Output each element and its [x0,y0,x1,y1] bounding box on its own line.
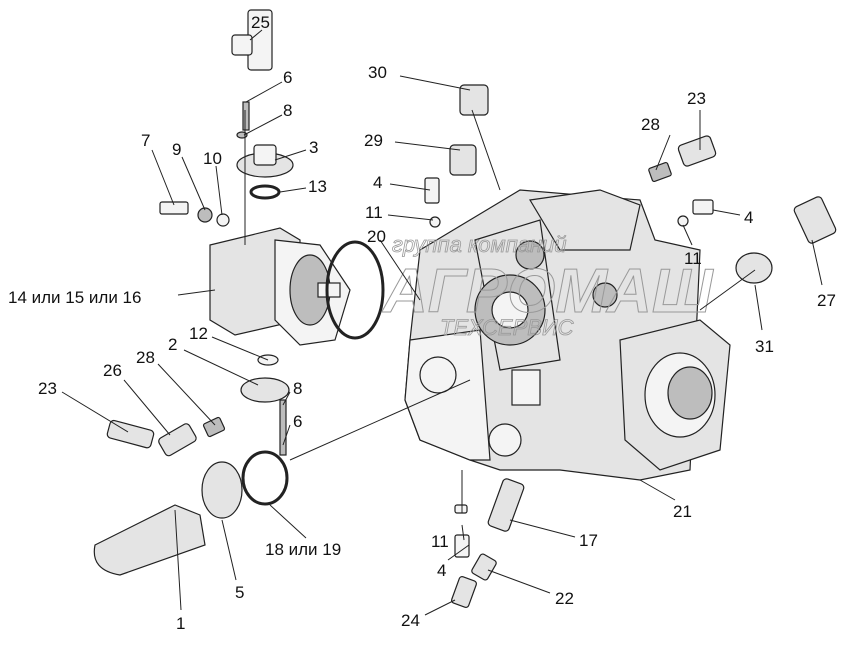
watermark-line3: ТЕХСЕРВИС [440,315,574,340]
label-9: 9 [172,140,181,159]
label-4b: 4 [744,208,753,227]
label-4c: 4 [437,561,446,580]
label-5: 5 [235,583,244,602]
label-3: 3 [309,138,318,157]
label-21: 21 [673,502,692,521]
label-8: 8 [283,101,292,120]
label-23: 23 [38,379,57,398]
label-6: 6 [283,68,292,87]
leader-lines [61,29,823,616]
label-27: 27 [817,291,836,310]
cover-housing [209,227,385,346]
label-18-19: 18 или 19 [265,540,341,559]
label-26: 26 [103,361,122,380]
part-labels: 25 6 8 3 13 7 9 10 14 или 15 или 16 12 2… [8,13,836,633]
label-2: 2 [168,335,177,354]
label-29: 29 [364,131,383,150]
watermark-line2: АГРОМАШ [381,257,714,326]
label-7: 7 [141,131,150,150]
label-28b: 28 [641,115,660,134]
label-6b: 6 [293,412,302,431]
label-24: 24 [401,611,420,630]
label-11c: 11 [431,532,449,551]
fittings [93,9,837,608]
label-31: 31 [755,337,774,356]
label-4: 4 [373,173,382,192]
watermark-line1: группа компаний [392,232,567,257]
label-23b: 23 [687,89,706,108]
label-28: 28 [136,348,155,367]
label-13: 13 [308,177,327,196]
label-11b: 11 [684,249,702,268]
label-1: 1 [176,614,185,633]
label-30: 30 [368,63,387,82]
label-22: 22 [555,589,574,608]
label-25: 25 [251,13,270,32]
label-14-15-16: 14 или 15 или 16 [8,288,141,307]
label-11: 11 [365,203,383,222]
watermark: группа компаний АГРОМАШ ТЕХСЕРВИС [381,232,715,341]
pump-body [404,189,731,481]
label-8b: 8 [293,379,302,398]
label-10: 10 [203,149,222,168]
label-17: 17 [579,531,598,550]
label-20: 20 [367,227,386,246]
label-12: 12 [189,324,208,343]
